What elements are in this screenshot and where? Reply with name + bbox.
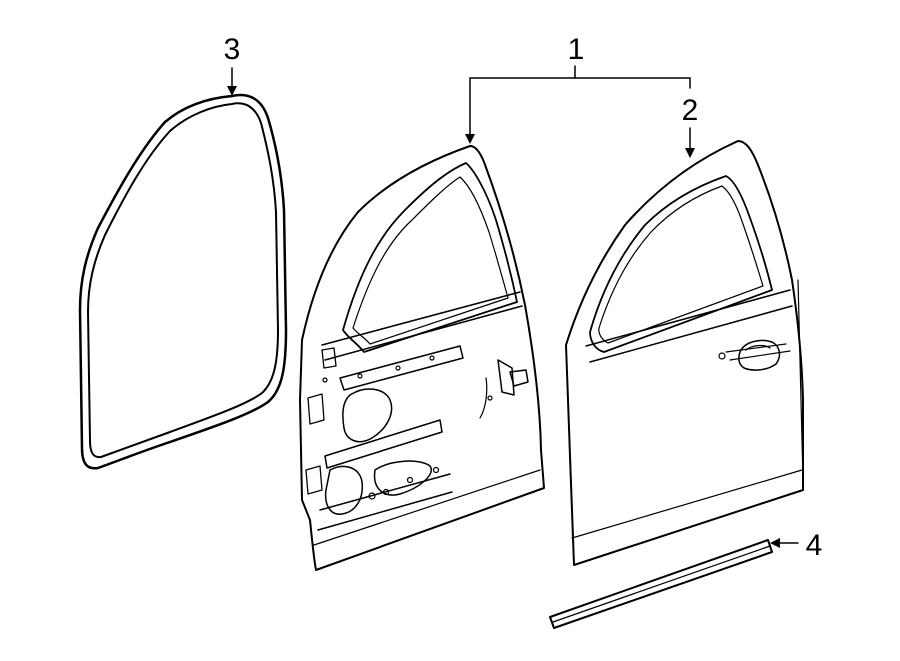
- leader-lines: [227, 65, 799, 548]
- arrow-head-4: [770, 538, 780, 548]
- door-outer-panel: [565, 140, 804, 566]
- side-molding: [549, 539, 773, 629]
- callout-4: 4: [806, 529, 823, 562]
- arrow-head-2: [685, 148, 695, 158]
- callout-3: 3: [224, 33, 241, 66]
- callout-1: 1: [568, 33, 585, 66]
- weatherstrip-seal: [78, 93, 288, 470]
- arrow-head-1: [465, 134, 475, 144]
- callout-2: 2: [682, 94, 699, 127]
- arrow-head-3: [227, 86, 237, 96]
- door-assembly: [299, 145, 545, 571]
